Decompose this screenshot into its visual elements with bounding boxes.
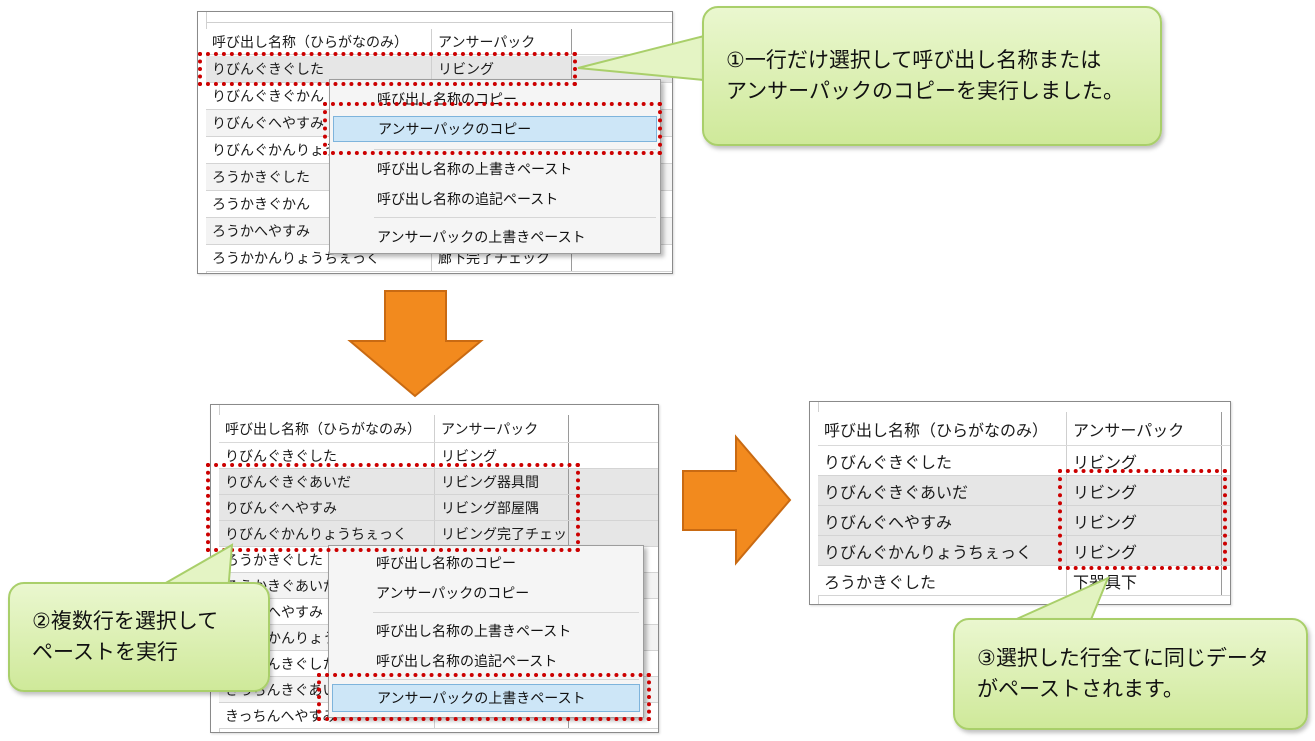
highlight-selected-row [198,52,577,86]
cell-pack[interactable]: リビング [1067,536,1222,565]
grid-header: 呼び出し名称（ひらがなのみ） アンサーパック [219,415,658,443]
cell-empty [569,443,658,468]
callout-2-line-2: ペーストを実行 [32,640,178,664]
cell-pack[interactable]: リビング部屋隅 [435,495,569,520]
menu-separator [373,679,639,680]
cell-empty [569,495,658,520]
cell-pack[interactable]: リビング [435,443,569,468]
menu-item-append-paste-name[interactable]: 呼び出し名称の追記ペースト [376,654,558,670]
cell-name[interactable]: りびんぐきぐした [206,56,432,82]
menu-item-copy-name[interactable]: 呼び出し名称のコピー [376,556,516,572]
cell-name[interactable]: りびんぐきぐあいだ [219,469,435,494]
header-name[interactable]: 呼び出し名称（ひらがなのみ） [219,415,435,442]
grid-header: 呼び出し名称（ひらがなのみ） アンサーパック [818,412,1230,446]
context-menu-2: 呼び出し名称のコピー アンサーパックのコピー 呼び出し名称の上書きペースト 呼び… [328,545,644,718]
header-empty [1222,412,1230,445]
highlight-menu-item [323,102,662,155]
menu-separator [374,217,656,218]
menu-item-copy-pack[interactable]: アンサーパックのコピー [376,586,530,602]
cell-pack[interactable]: 廊下完了チェック [432,245,572,271]
menu-item-copy-pack[interactable]: アンサーパックのコピー [333,116,657,142]
table-row[interactable]: りびんぐかんりょうちぇっく リビング完了チェック [219,521,658,547]
cell-pack[interactable]: リビング [432,56,572,82]
callout-step-3: ③選択した行全てに同じデータ がペーストされます。 [953,618,1308,730]
cell-name[interactable]: りびんぐへやすみ [818,506,1067,535]
callout-1-line-2: アンサーパックのコピーを実行しました。 [726,79,1124,103]
callout-1-line-1: ①一行だけ選択して呼び出し名称または [726,48,1102,72]
table-row[interactable]: りびんぐきぐした リビング [818,446,1230,476]
header-name[interactable]: 呼び出し名称（ひらがなのみ） [206,29,432,54]
cell-name[interactable]: りびんぐへやすみ [219,495,435,520]
grid-top-edge [198,12,672,23]
table-row[interactable]: りびんぐへやすみ リビング部屋隅 [219,495,658,521]
header-empty [572,29,672,54]
cell-name[interactable]: りびんぐかんりょうちぇっく [818,536,1067,565]
menu-item-overwrite-paste-name[interactable]: 呼び出し名称の上書きペースト [376,624,572,640]
cell-pack[interactable]: リビング [1067,446,1222,475]
cell-name[interactable]: ろうかかんりょうちぇっく [206,245,432,271]
header-pack[interactable]: アンサーパック [435,415,569,442]
cell-pack[interactable]: リビング器具間 [435,469,569,494]
cell-name[interactable]: りびんぐきぐした [219,443,435,468]
cell-name[interactable]: りびんぐかんりょうちぇっく [219,521,435,546]
cell-name[interactable]: りびんぐきぐした [818,446,1067,475]
menu-separator [374,149,656,150]
cell-name[interactable]: ろうかきぐした [818,566,1067,595]
table-row[interactable]: りびんぐかんりょうちぇっく リビング [818,536,1230,566]
callout-2-line-1: ②複数行を選択して [32,609,219,633]
table-row[interactable]: りびんぐきぐあいだ リビング器具間 [219,469,658,495]
callout-3-line-2: がペーストされます。 [977,677,1184,701]
cell-pack[interactable]: 下器具下 [1067,566,1222,595]
cell-name[interactable]: りびんぐきぐあいだ [818,476,1067,505]
cell-pack[interactable]: リビング [1067,476,1222,505]
menu-separator [373,612,639,613]
menu-item-overwrite-paste-pack[interactable]: アンサーパックの上書きペースト [377,230,586,246]
callout-step-2: ②複数行を選択して ペーストを実行 [8,582,270,692]
context-menu-1: 呼び出し名称のコピー アンサーパックのコピー 呼び出し名称の上書きペースト 呼び… [329,79,661,254]
table-row[interactable]: りびんぐきぐあいだ リビング [818,476,1230,506]
cell-empty [569,469,658,494]
header-empty [569,415,658,442]
callout-step-1: ①一行だけ選択して呼び出し名称または アンサーパックのコピーを実行しました。 [702,6,1162,146]
table-row[interactable]: ろうかきぐした 下器具下 [818,566,1230,596]
grid-panel-3: 呼び出し名称（ひらがなのみ） アンサーパック りびんぐきぐした リビング りびん… [809,401,1231,605]
cell-pack[interactable]: リビング完了チェック [435,521,569,546]
cell-pack[interactable]: リビング [1067,506,1222,535]
highlight-pasted-cells [1058,469,1227,570]
header-pack[interactable]: アンサーパック [1067,412,1222,445]
highlight-selected-rows [206,463,580,552]
menu-item-overwrite-paste-pack[interactable]: アンサーパックの上書きペースト [332,684,640,712]
header-name[interactable]: 呼び出し名称（ひらがなのみ） [818,412,1067,445]
cell-empty [1222,566,1230,595]
menu-item-append-paste-name[interactable]: 呼び出し名称の追記ペースト [377,192,559,208]
cell-empty [569,521,658,546]
table-row[interactable]: りびんぐへやすみ リビング [818,506,1230,536]
callout-3-line-1: ③選択した行全てに同じデータ [977,646,1269,670]
header-pack[interactable]: アンサーパック [432,29,572,54]
highlight-menu-item [317,673,651,721]
menu-item-overwrite-paste-name[interactable]: 呼び出し名称の上書きペースト [377,162,573,178]
